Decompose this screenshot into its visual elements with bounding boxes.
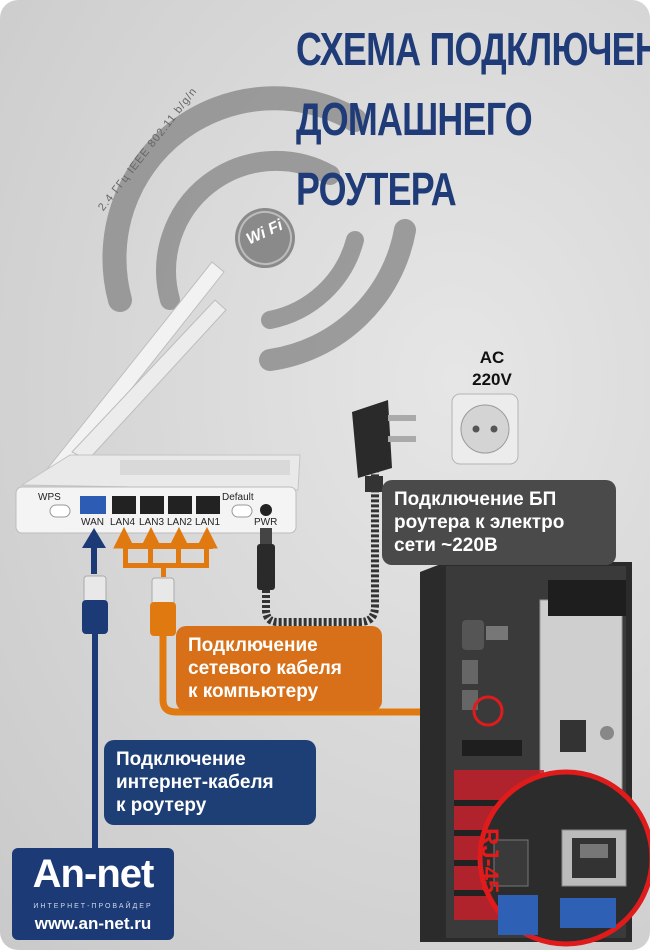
page-title-line-3: РОУТЕРА (296, 163, 457, 215)
wan-cable (82, 575, 108, 854)
page-title-line-1: СХЕМА ПОДКЛЮЧЕНИЯ (296, 23, 650, 75)
port-label-lan3: LAN3 (139, 517, 165, 528)
port-label-default: Default (222, 492, 254, 503)
port-label-lan1: LAN1 (195, 517, 221, 528)
wan-label-line-1: Подключение (116, 749, 246, 770)
outlet-label-line-2: 220V (472, 370, 512, 389)
outlet-label-line-1: AC (479, 348, 505, 367)
lan-connection-label: Подключение сетевого кабеля к компьютеру (176, 626, 382, 711)
brand-url[interactable]: www.an-net.ru (34, 914, 152, 933)
page-title-line-2: ДОМАШНЕГО (296, 93, 533, 145)
lan-arrows (113, 526, 218, 577)
power-label-line-1: Подключение БП (394, 489, 557, 510)
wan-label-line-3: к роутеру (116, 795, 207, 816)
port-label-lan2: LAN2 (167, 517, 193, 528)
wall-outlet-icon (451, 393, 519, 465)
power-label-line-2: роутера к электро (394, 512, 565, 533)
rj45-label: RJ-45 (476, 828, 503, 894)
lan-label-line-2: сетевого кабеля (188, 658, 342, 679)
lan-label-line-1: Подключение (188, 635, 318, 656)
wifi-signal-icon (102, 86, 416, 371)
port-label-pwr: PWR (254, 517, 278, 528)
port-label-wps: WPS (38, 492, 61, 503)
power-adapter-icon (352, 400, 416, 492)
lan-label-line-3: к компьютеру (188, 681, 319, 702)
router-body (15, 454, 301, 534)
power-connection-label: Подключение БП роутера к электро сети ~2… (382, 480, 616, 565)
port-label-wan: WAN (81, 517, 104, 528)
power-cable (257, 470, 379, 626)
wan-arrow (82, 528, 106, 574)
brand-name: An-net (32, 852, 155, 896)
rj45-zoom (477, 769, 650, 947)
brand-tagline: ИНТЕРНЕТ-ПРОВАЙДЕР (33, 903, 153, 910)
power-label-line-3: сети ~220В (394, 535, 498, 556)
port-label-lan4: LAN4 (110, 517, 136, 528)
wan-connection-label: Подключение интернет-кабеля к роутеру (104, 740, 316, 825)
brand-logo: An-net ИНТЕРНЕТ-ПРОВАЙДЕР www.an-net.ru (12, 848, 174, 940)
wifi-logo-icon (235, 208, 295, 268)
router-antennas (39, 261, 227, 485)
outlet-voltage-label: AC 220V (462, 347, 522, 391)
wan-label-line-2: интернет-кабеля (116, 772, 274, 793)
